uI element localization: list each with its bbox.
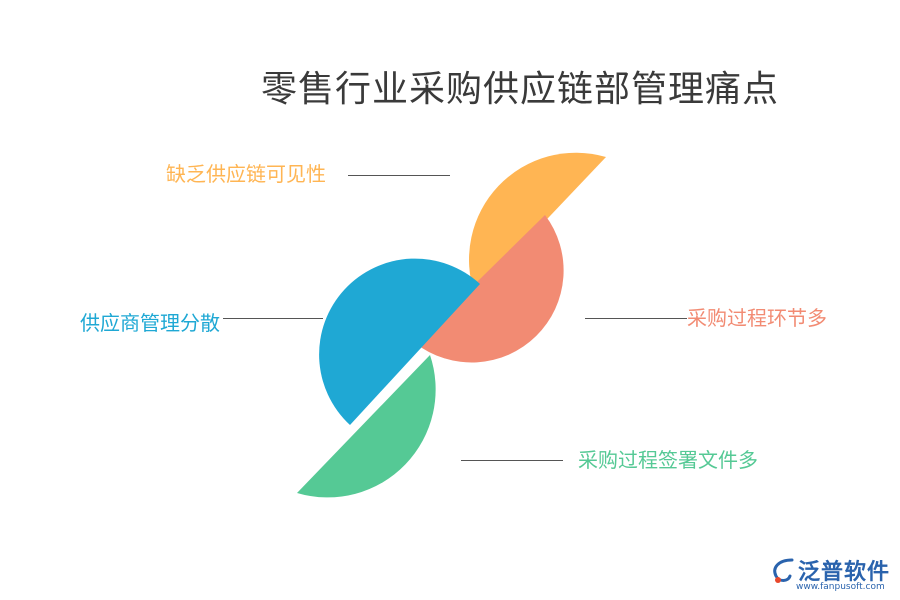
brand-logo: 泛普软件 www.fanpusoft.com: [770, 554, 895, 596]
logo-name: 泛普软件: [798, 560, 891, 585]
label-supplier-management: 供应商管理分散: [80, 311, 220, 335]
segment-supplier-management: [319, 258, 480, 425]
label-procurement-steps: 采购过程环节多: [687, 306, 827, 330]
connector-line-steps: [585, 318, 687, 319]
logo-url: www.fanpusoft.com: [796, 582, 885, 592]
diagram-title: 零售行业采购供应链部管理痛点: [260, 69, 779, 110]
connector-line-visibility: [348, 175, 450, 176]
label-supply-chain-visibility: 缺乏供应链可见性: [166, 162, 326, 186]
logo-mark-icon: [773, 558, 794, 583]
connector-line-supplier: [223, 318, 323, 319]
connector-line-documents: [461, 460, 563, 461]
segment-procurement-steps: [415, 215, 564, 363]
label-document-signing: 采购过程签署文件多: [578, 448, 758, 472]
segment-document-signing: [297, 355, 436, 498]
